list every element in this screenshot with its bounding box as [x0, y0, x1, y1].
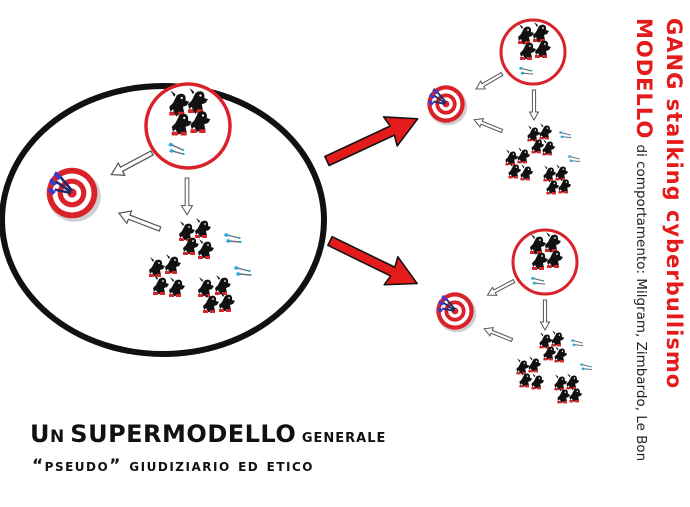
side-title-line-1: GANG stalking cyberbullismo	[662, 18, 686, 390]
caption-prefix: Un	[30, 420, 65, 448]
bullseye-target-icon	[435, 291, 478, 334]
bullseye-target-icon	[426, 84, 469, 127]
darts-icon	[558, 130, 581, 163]
caption-main: SUPERMODELLO	[70, 420, 297, 448]
submodel-upper	[426, 18, 581, 195]
leaders-circle	[499, 18, 567, 86]
darts-icon	[570, 338, 593, 371]
side-title-model: MODELLO	[632, 18, 656, 140]
group-followers-icon	[505, 123, 572, 195]
side-title: GANG stalking cyberbullismo MODELLO di c…	[618, 18, 688, 488]
caption-line-2: “pseudo” giudiziario ed etico	[32, 456, 314, 476]
red-transfer-arrow-upper	[319, 103, 426, 177]
side-title-line-2: MODELLO di comportamento: Milgram, Zimba…	[627, 18, 658, 488]
side-title-subtitle: di comportamento: Milgram, Zimbardo, Le …	[633, 144, 649, 462]
submodel-lower	[435, 228, 593, 404]
main-group-circle	[0, 82, 327, 357]
leaders-circle	[511, 228, 579, 296]
caption-line-1: Un SUPERMODELLO generale	[30, 420, 386, 448]
red-transfer-arrow-lower	[322, 226, 425, 299]
leaders-circle	[144, 82, 232, 170]
caption-suffix: generale	[301, 426, 387, 447]
